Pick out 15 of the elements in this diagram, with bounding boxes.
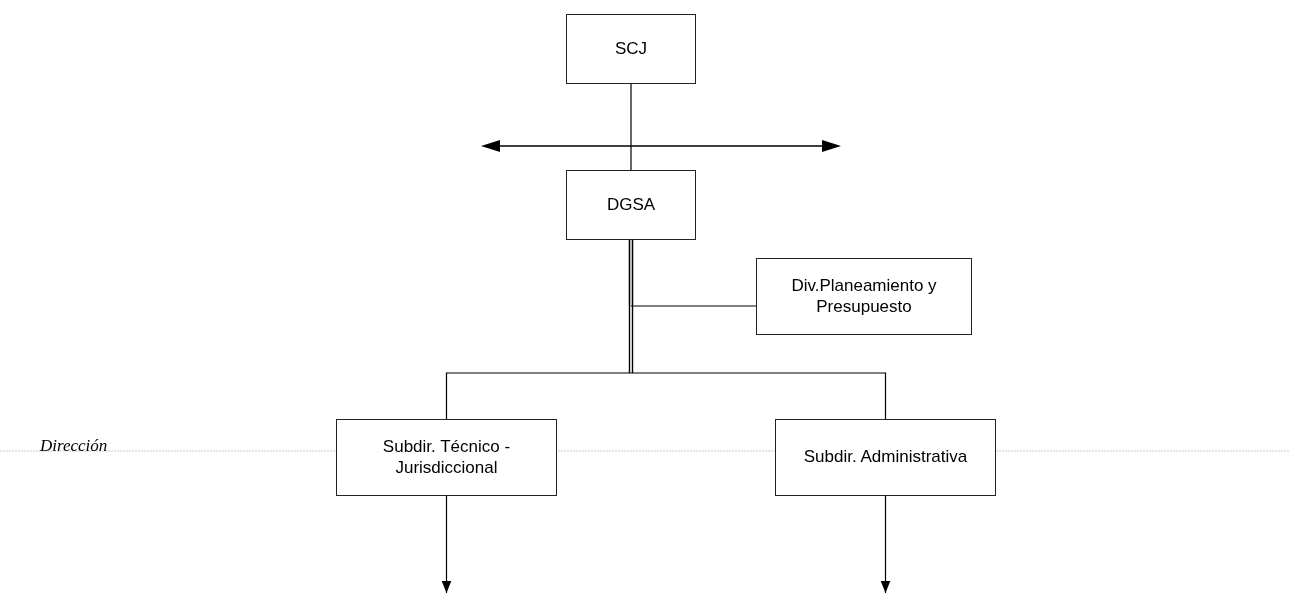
box-label: Subdir. Técnico -Jurisdiccional	[381, 437, 512, 478]
org-box	[566, 170, 696, 240]
org-box	[336, 419, 557, 496]
box-label: Div.Planeamiento y Presupuesto	[790, 276, 938, 317]
box-label: Subdir. Administrativa	[803, 447, 968, 468]
org-box	[756, 258, 972, 335]
box-label: DGSA	[606, 194, 656, 216]
connector-line	[630, 83, 632, 171]
org-box	[566, 14, 696, 84]
level-label: Dirección	[40, 436, 108, 456]
arrow	[441, 495, 452, 593]
box-label: SCJ	[614, 38, 648, 60]
connector-line	[628, 239, 887, 420]
arrow	[880, 495, 891, 593]
org-box	[775, 419, 996, 496]
